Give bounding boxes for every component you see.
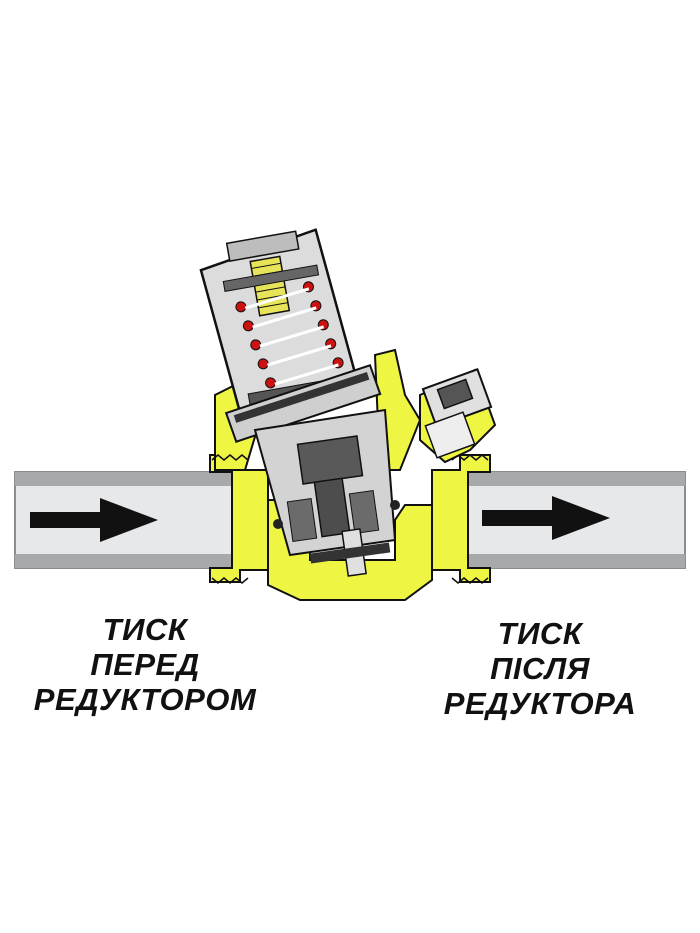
caption-line: ПЕРЕД [90, 647, 200, 682]
flow-arrow-icon [30, 498, 158, 542]
caption-line: РЕДУКТОРА [443, 686, 637, 721]
caption-pressure-before: ТИСК ПЕРЕД РЕДУКТОРОМ [0, 612, 290, 717]
outlet-pipe [439, 471, 686, 569]
caption-line: РЕДУКТОРОМ [33, 682, 257, 717]
pressure-gauge-port-icon [419, 368, 497, 464]
flow-arrow-icon [482, 496, 610, 540]
caption-line: ТИСК [497, 616, 583, 651]
valve-internals [253, 408, 400, 577]
valve-cartridge [199, 228, 382, 443]
caption-line: ПІСЛЯ [490, 651, 590, 686]
caption-line: ТИСК [102, 612, 188, 647]
caption-pressure-after: ТИСК ПІСЛЯ РЕДУКТОРА [395, 616, 685, 721]
